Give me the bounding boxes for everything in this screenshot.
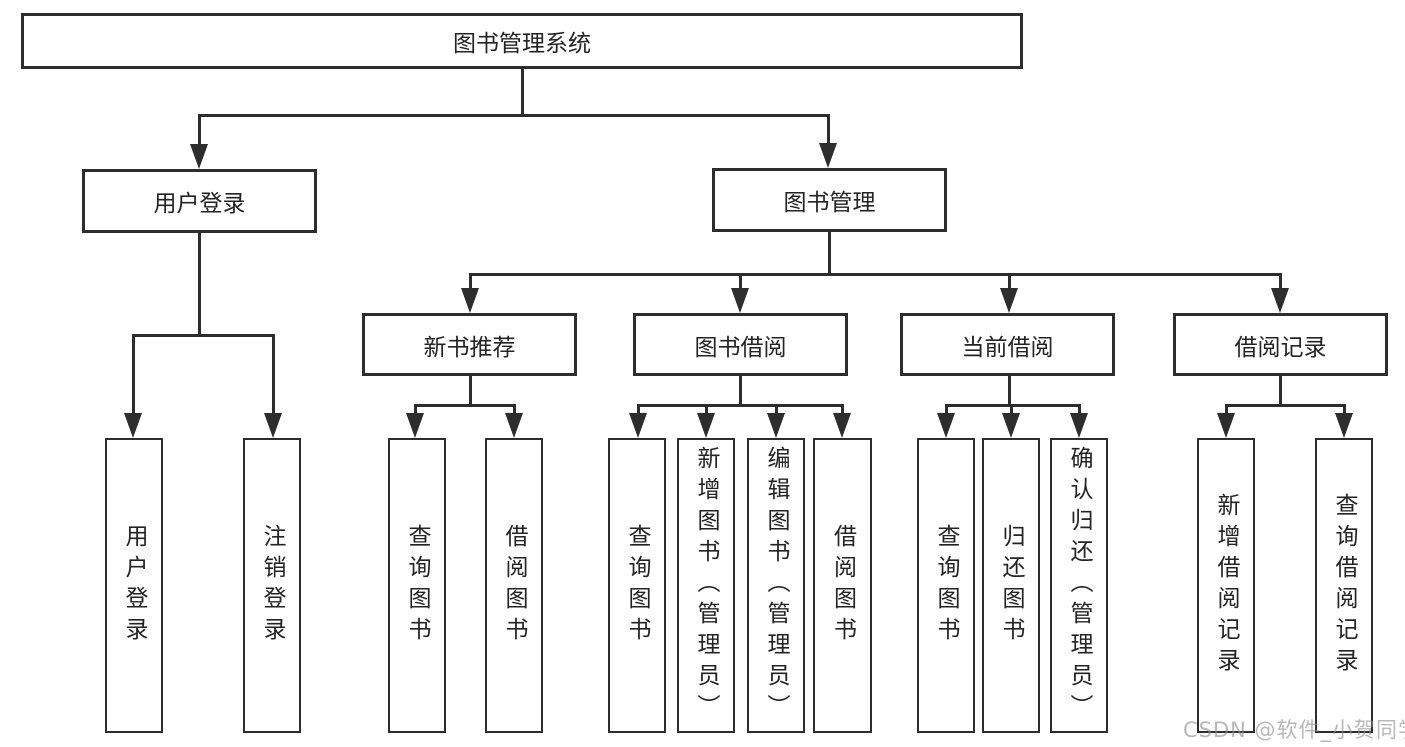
leaf-search-borrow-record: 查询借阅记录 <box>1315 438 1373 733</box>
connector-line <box>840 404 844 415</box>
connector-line <box>738 273 742 290</box>
arrowhead-icon <box>1271 288 1289 313</box>
arrowhead-icon <box>264 413 282 438</box>
connector-line <box>1224 404 1346 407</box>
arrowhead-icon <box>406 413 424 438</box>
connector-line <box>1224 404 1228 415</box>
connector-line <box>413 404 417 415</box>
connector-line <box>1077 404 1081 415</box>
arrowhead-icon <box>1002 413 1020 438</box>
connector-line <box>1342 404 1346 415</box>
connector-line <box>738 376 742 406</box>
arrowhead-icon <box>190 144 208 169</box>
connector-line <box>1007 376 1011 406</box>
node-borrowing-records: 借阅记录 <box>1173 313 1388 376</box>
arrowhead-icon <box>461 288 479 313</box>
connector-line <box>704 404 708 415</box>
leaf-search-books-recommend: 查询图书 <box>388 438 446 733</box>
connector-line <box>197 114 201 146</box>
leaf-borrow-books-recommend: 借阅图书 <box>485 438 543 733</box>
arrowhead-icon <box>697 413 715 438</box>
connector-line <box>826 114 830 145</box>
connector-line <box>1278 376 1282 406</box>
connector-line <box>468 376 472 406</box>
leaf-add-borrow-record: 新增借阅记录 <box>1197 438 1255 733</box>
connector-line <box>944 404 1081 407</box>
arrowhead-icon <box>1070 413 1088 438</box>
arrowhead-icon <box>767 413 785 438</box>
connector-line <box>131 334 135 415</box>
node-user-login: 用户登录 <box>82 169 317 233</box>
arrowhead-icon <box>731 288 749 313</box>
connector-line <box>468 273 1282 276</box>
connector-line <box>774 404 778 415</box>
connector-line <box>512 404 516 415</box>
connector-line <box>413 404 516 407</box>
node-book-borrowing: 图书借阅 <box>633 313 848 376</box>
node-current-borrowing: 当前借阅 <box>900 313 1115 376</box>
arrowhead-icon <box>819 143 837 168</box>
connector-line <box>468 273 472 290</box>
arrowhead-icon <box>124 413 142 438</box>
leaf-search-books-borrowing: 查询图书 <box>608 438 666 733</box>
arrowhead-icon <box>1217 413 1235 438</box>
connector-line <box>271 334 275 415</box>
connector-line <box>944 404 948 415</box>
connector-line <box>197 233 201 336</box>
arrowhead-icon <box>1335 413 1353 438</box>
leaf-add-books-admin: 新增图书（管理员） <box>677 438 735 733</box>
leaf-return-books: 归还图书 <box>982 438 1040 733</box>
connector-line <box>1009 404 1013 415</box>
leaf-logout: 注销登录 <box>243 438 301 733</box>
connector-line <box>827 232 831 276</box>
arrowhead-icon <box>629 413 647 438</box>
leaf-confirm-return-admin: 确认归还（管理员） <box>1050 438 1108 733</box>
arrowhead-icon <box>505 413 523 438</box>
connector-line <box>636 404 844 407</box>
watermark-text: CSDN @软件_小贺同学 <box>1183 718 1405 742</box>
connector-line <box>520 69 524 117</box>
connector-line <box>636 404 640 415</box>
node-new-book-recommendation: 新书推荐 <box>362 313 577 376</box>
connector-line <box>197 114 830 117</box>
leaf-user-login: 用户登录 <box>105 438 163 733</box>
connector-line <box>1278 273 1282 290</box>
arrowhead-icon <box>833 413 851 438</box>
leaf-search-books-current: 查询图书 <box>917 438 975 733</box>
leaf-edit-books-admin: 编辑图书（管理员） <box>747 438 805 733</box>
node-library-management-system: 图书管理系统 <box>21 13 1023 69</box>
connector-line <box>131 334 275 337</box>
leaf-borrow-books: 借阅图书 <box>813 438 872 733</box>
arrowhead-icon <box>1000 288 1018 313</box>
node-book-management: 图书管理 <box>712 168 947 232</box>
arrowhead-icon <box>937 413 955 438</box>
connector-line <box>1007 273 1011 290</box>
